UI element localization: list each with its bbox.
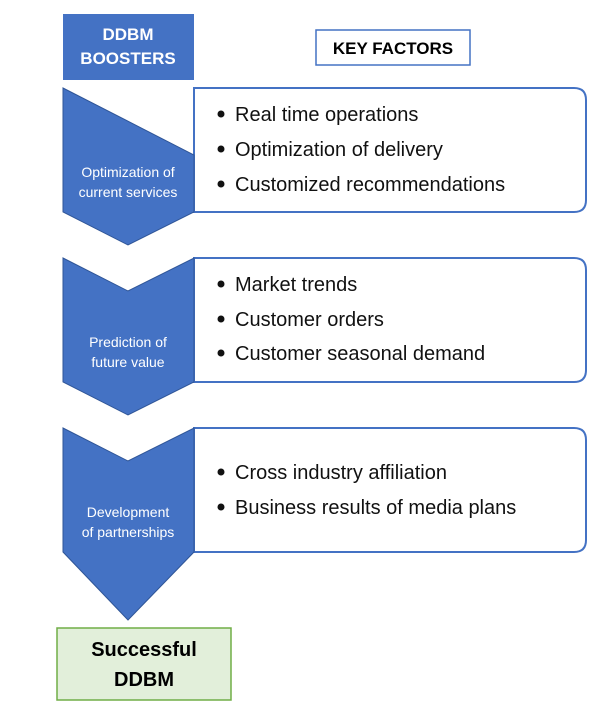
factors-box-1	[193, 87, 587, 213]
bullet	[217, 180, 225, 188]
stage-3-label-line1: Development	[87, 504, 170, 520]
factor-item: Real time operations	[235, 104, 418, 126]
stage-1: Optimization of current services Real ti…	[62, 87, 587, 246]
header-box	[63, 14, 194, 80]
successful-ddbm-result: Successful DDBM	[56, 627, 232, 701]
factor-item: Customized recommendations	[235, 174, 505, 196]
header-line1: DDBM	[103, 25, 154, 44]
stage-1-label-line2: current services	[79, 184, 178, 200]
bullet	[217, 468, 225, 476]
bullet	[217, 280, 225, 288]
bullet	[217, 145, 225, 153]
ddbm-boosters-header: DDBM BOOSTERS	[63, 14, 194, 80]
result-line2: DDBM	[114, 669, 174, 691]
stage-2-label-line2: future value	[91, 354, 164, 370]
key-factors-title: KEY FACTORS	[315, 29, 471, 66]
factor-item: Business results of media plans	[235, 497, 516, 519]
stage-2: Prediction of future value Market trends…	[62, 257, 587, 416]
stage-3-label-line2: of partnerships	[82, 524, 175, 540]
header-line2: BOOSTERS	[80, 49, 175, 68]
stage-3: Development of partnerships Cross indust…	[62, 427, 587, 621]
result-box	[56, 627, 232, 701]
stage-1-label-line1: Optimization of	[81, 164, 174, 180]
factor-item: Customer orders	[235, 309, 384, 331]
key-factors-box	[315, 29, 471, 66]
factors-box-3	[193, 427, 587, 553]
bullet	[217, 349, 225, 357]
bullet	[217, 110, 225, 118]
factors-box-2	[193, 257, 587, 383]
bullet	[217, 315, 225, 323]
chevron-3	[62, 427, 195, 621]
result-line1: Successful	[91, 639, 197, 661]
stage-2-label-line1: Prediction of	[89, 334, 167, 350]
factor-item: Market trends	[235, 274, 357, 296]
factor-item: Customer seasonal demand	[235, 343, 485, 365]
chevron-2	[62, 257, 195, 416]
bullet	[217, 503, 225, 511]
factor-item: Cross industry affiliation	[235, 462, 447, 484]
chevron-1	[62, 87, 195, 246]
key-factors-label: KEY FACTORS	[333, 39, 453, 58]
factor-item: Optimization of delivery	[235, 139, 443, 161]
